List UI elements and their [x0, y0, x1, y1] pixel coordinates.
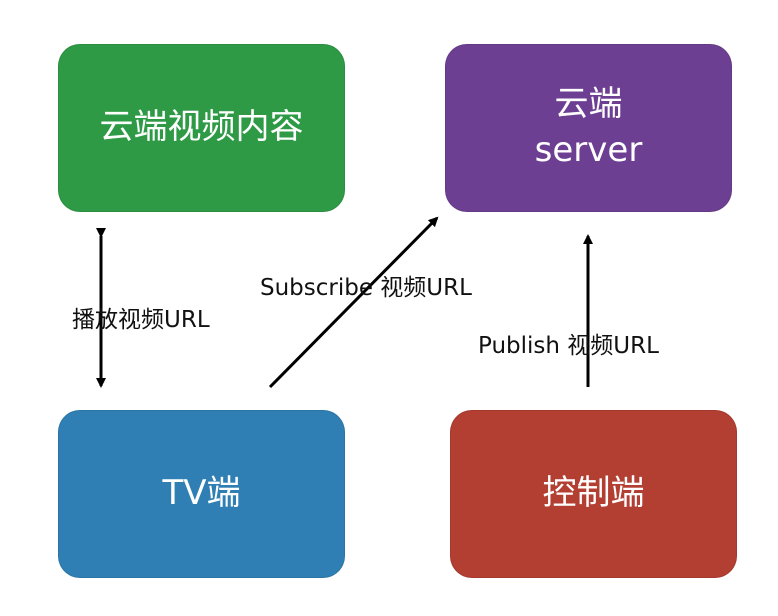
play-url-edge-label: 播放视频URL [72, 307, 210, 333]
controller-label: 控制端 [542, 473, 645, 514]
cloud-video-content-node: 云端视频内容 [58, 44, 345, 212]
cloud-server-node: 云端 server [445, 44, 732, 212]
tv-client-label: TV端 [162, 473, 241, 514]
controller-node: 控制端 [450, 410, 737, 578]
cloud-video-content-label: 云端视频内容 [99, 107, 304, 148]
subscribe-arrow [268, 216, 439, 389]
tv-client-node: TV端 [58, 410, 345, 578]
cloud-server-label-line1: 云端 [554, 84, 623, 125]
subscribe-url-edge-label: Subscribe 视频URL [260, 275, 472, 301]
publish-url-edge-label: Publish 视频URL [478, 333, 659, 359]
cloud-server-label-line2: server [534, 130, 643, 170]
